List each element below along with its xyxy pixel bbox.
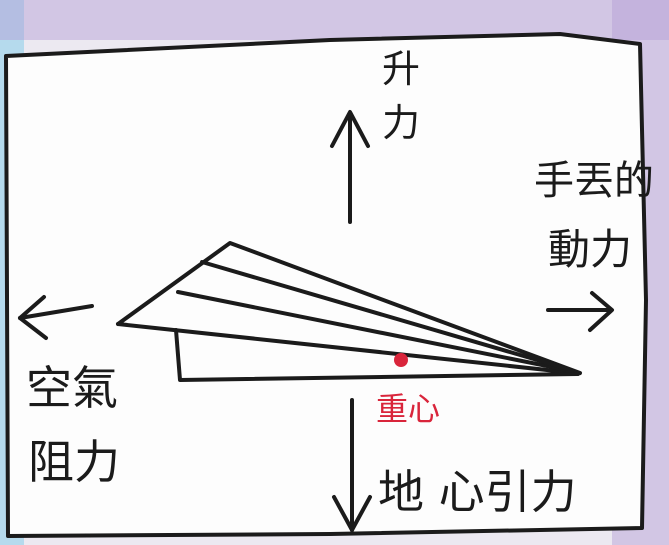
gravity-label: 地 心引力 [378,465,577,519]
lift-label-char-2: 力 [382,101,420,145]
drag-arrow [18,295,94,340]
thrust-label-line-2: 動力 [548,225,632,274]
plane-top-wing [116,241,582,375]
drag-label-line-1: 空氣 [26,361,118,415]
center-of-gravity-dot [394,353,408,367]
paper-frame [4,32,648,538]
plane-middle-fold [176,290,574,373]
gravity-arrow [332,398,372,532]
thrust-label-line-1: 手丟的 [534,158,654,204]
plane-bottom-edge [116,322,577,375]
drag-label-line-2: 阻力 [28,435,120,489]
lift-label-char-1: 升 [382,47,420,91]
plane-upper-fold [200,260,570,371]
thrust-arrow [546,291,614,332]
center-of-gravity-label: 重心 [376,390,440,428]
paper-plane [116,241,582,382]
lift-arrow [330,110,370,224]
plane-keel [174,328,580,382]
